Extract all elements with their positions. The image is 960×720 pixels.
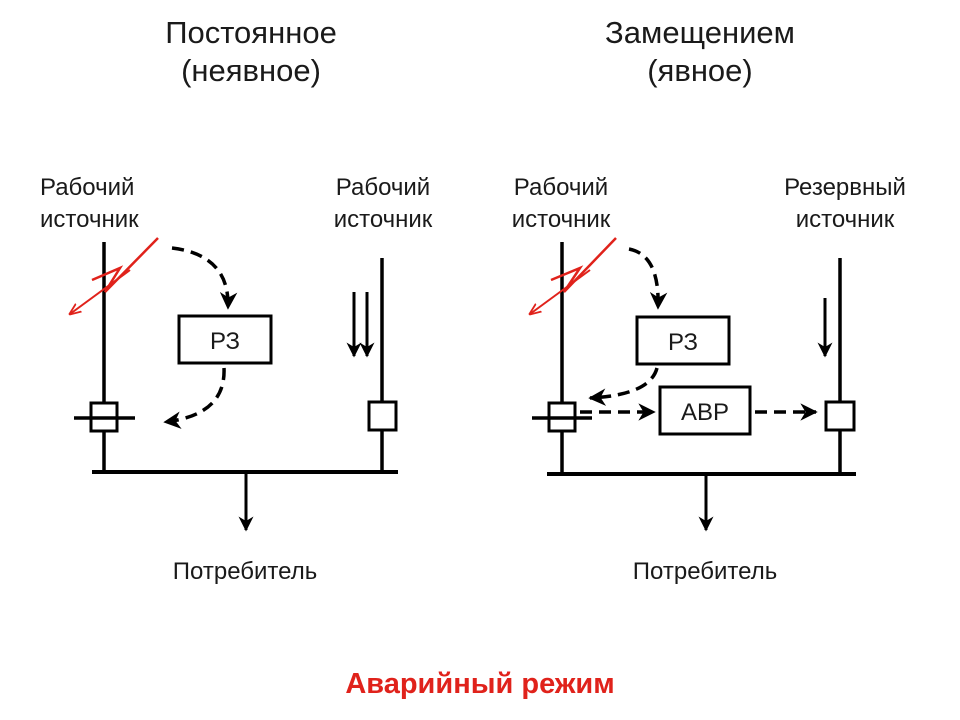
emergency-mode-caption: Аварийный режим xyxy=(345,668,615,700)
left-relay-label: РЗ xyxy=(210,328,240,355)
left-source2-line1: Рабочий xyxy=(335,174,431,201)
left-source1-line2: источник xyxy=(40,206,139,233)
right-breaker2 xyxy=(824,400,856,432)
left-fault-arrow xyxy=(70,269,131,314)
left-breaker2 xyxy=(367,400,398,432)
left-fault-lightning xyxy=(91,237,159,293)
left-source1-label: Рабочий источник xyxy=(40,172,170,236)
left-source1-line1: Рабочий xyxy=(40,174,135,201)
right-title-line2: (явное) xyxy=(647,53,753,88)
left-title-line1: Постоянное xyxy=(165,15,337,50)
right-source1-label: Рабочий источник xyxy=(496,172,626,236)
right-avr-label: АВР xyxy=(681,399,729,426)
left-title: Постоянное (неявное) xyxy=(151,14,351,90)
right-source2-label: Резервный источник xyxy=(770,172,920,236)
left-source2-line2: источник xyxy=(333,206,433,233)
left-signal-to-relay xyxy=(171,246,238,310)
left-scheme xyxy=(70,237,398,532)
right-signal-to-breaker1 xyxy=(588,367,659,406)
left-source2-label: Рабочий источник xyxy=(318,172,448,236)
right-source2-line1: Резервный xyxy=(784,174,906,201)
right-fault-arrow xyxy=(530,269,591,314)
right-scheme xyxy=(530,237,856,532)
right-source1-line1: Рабочий xyxy=(513,174,609,201)
right-source2-line2: источник xyxy=(795,206,895,233)
left-title-line2: (неявное) xyxy=(181,53,321,88)
right-relay-label: РЗ xyxy=(668,329,698,356)
left-consumer-label: Потребитель xyxy=(172,558,318,585)
right-avr-box xyxy=(658,385,752,436)
right-source1-line2: источник xyxy=(511,206,611,233)
right-title-line1: Замещением xyxy=(605,15,795,50)
right-relay-box xyxy=(635,315,731,366)
left-signal-to-breaker xyxy=(163,367,226,429)
right-consumer-label: Потребитель xyxy=(632,558,778,585)
right-title: Замещением (явное) xyxy=(585,14,815,90)
right-fault-lightning xyxy=(550,237,617,293)
right-signal-to-relay xyxy=(628,247,668,310)
left-relay-box xyxy=(177,314,273,365)
